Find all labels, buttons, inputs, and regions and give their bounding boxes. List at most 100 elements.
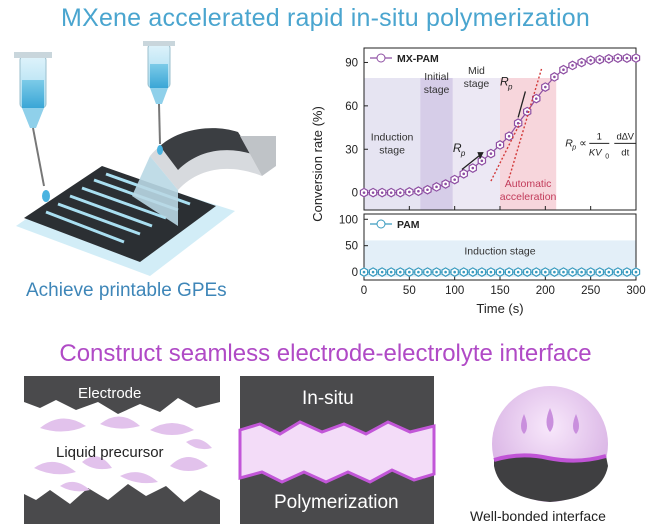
y-tick-label: 90 [345, 57, 358, 69]
data-point-center [408, 270, 411, 274]
data-point-center [408, 190, 411, 194]
in-situ-label: In-situ [302, 388, 354, 409]
liquid-precursor-panel [24, 376, 220, 524]
conversion-chart: Conversion rate (%) InductionstageInitia… [310, 47, 646, 316]
rp-label-acc: R [500, 75, 509, 89]
data-point-center [462, 270, 466, 274]
eq-lhs-sub: p [571, 144, 576, 151]
stage-label: Induction stage [464, 246, 535, 258]
electrode-label: Electrode [78, 385, 142, 402]
eq-num2: d∆V [617, 131, 635, 142]
legend: PAM [370, 219, 420, 231]
panel-pam: Induction stage 0 50 100 PAM [339, 213, 641, 281]
data-point-center [562, 270, 565, 274]
data-point-center [553, 270, 556, 274]
liquid-precursor-label: Liquid precursor [56, 444, 164, 461]
eq-num1: 1 [597, 131, 602, 142]
data-point-center [380, 270, 384, 274]
data-point-center [634, 56, 638, 60]
eq-den2: dt [621, 147, 629, 158]
data-point-center [489, 152, 493, 155]
data-point-center [525, 270, 529, 274]
legend-label: MX-PAM [397, 53, 439, 65]
data-point-center [507, 270, 511, 274]
data-point-center [589, 270, 592, 274]
legend-label: PAM [397, 219, 420, 231]
rp-arrow-mid [461, 153, 483, 171]
stage-label: Mid [468, 65, 485, 77]
eq-lhs: R [565, 137, 573, 149]
printing-illustration [14, 41, 276, 276]
legend-marker [376, 53, 386, 63]
data-point-center [607, 270, 611, 274]
y-axis-label: Conversion rate (%) [310, 106, 325, 222]
data-point-center [534, 270, 538, 274]
left-subtitle: Achieve printable GPEs [26, 280, 227, 301]
stage-label: Initial [424, 71, 449, 83]
stage-label: stage [379, 145, 405, 157]
data-point-center [489, 270, 493, 274]
rp-arrowhead-mid [477, 152, 484, 160]
data-point-center [544, 85, 547, 89]
data-point-center [498, 270, 502, 274]
data-point-center [426, 188, 429, 192]
y-tick-label: 100 [339, 214, 358, 226]
legend-marker [376, 219, 386, 229]
data-point-center [435, 270, 438, 274]
data-point-center [435, 185, 438, 189]
data-point-center [398, 270, 402, 274]
data-point-center [453, 178, 456, 181]
data-point-center [580, 270, 583, 274]
data-point-center [498, 143, 502, 147]
data-point-center [562, 68, 565, 71]
y-tick-label: 60 [345, 101, 358, 113]
data-point-center [389, 191, 393, 194]
data-point-center [589, 58, 592, 62]
in-situ-panel [238, 376, 436, 524]
x-tick-label: 150 [490, 285, 509, 297]
legend: MX-PAM [370, 53, 439, 65]
y-tick-label: 0 [352, 188, 358, 200]
stage-band [452, 78, 500, 210]
y-tick-label: 50 [345, 241, 358, 253]
data-point-center [480, 270, 484, 274]
data-point-center [516, 121, 520, 125]
data-point-center [426, 270, 429, 274]
y-axis-title: Conversion rate (%) [310, 106, 325, 222]
interface-schematics [24, 376, 608, 524]
polymerization-label: Polymerization [274, 492, 399, 513]
data-point-center [607, 57, 611, 61]
data-point-center [571, 270, 574, 274]
x-axis-title: Time (s) [476, 301, 523, 316]
data-point-center [398, 191, 402, 194]
y-tick-label: 0 [352, 267, 358, 279]
data-point-center [571, 64, 574, 67]
data-point-center [462, 172, 466, 176]
data-point-center [417, 270, 420, 274]
syringe-right-icon [143, 41, 175, 155]
stage-label: stage [424, 84, 450, 96]
eq-den1: KV [589, 147, 603, 158]
well-bonded-panel [492, 386, 608, 502]
data-point-center [371, 270, 375, 274]
data-point-center [616, 270, 620, 274]
middle-title: Construct seamless electrode-electrolyte… [59, 340, 592, 367]
stage-label: Automatic [505, 178, 552, 190]
data-point-center [516, 270, 520, 274]
x-tick-label: 50 [403, 285, 416, 297]
data-point-center [534, 97, 538, 100]
data-point-center [453, 270, 456, 274]
data-point-center [389, 270, 393, 274]
rp-sub-mid: p [460, 149, 466, 158]
flexible-electrode [132, 128, 276, 226]
eq-den1-sub: 0 [605, 153, 609, 160]
x-tick-label: 300 [626, 285, 645, 297]
data-point-center [525, 110, 529, 113]
x-tick-label: 250 [581, 285, 600, 297]
syringe-left-icon [14, 52, 52, 202]
data-point-center [417, 189, 420, 193]
data-point-center [444, 182, 447, 186]
data-point-center [480, 159, 484, 163]
